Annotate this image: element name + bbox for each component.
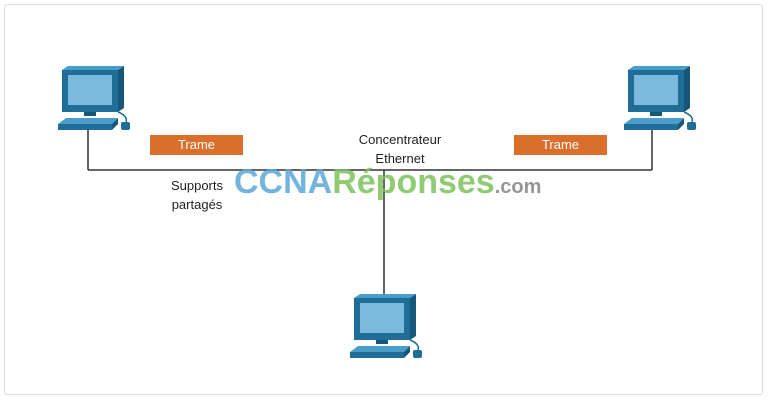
watermark: CCNARéponses.com [234, 162, 541, 209]
hub-label: Concentrateur Ethernet [340, 130, 460, 168]
watermark-domain: .com [494, 176, 542, 198]
frame-label-right: Trame [514, 135, 607, 155]
shared-media-label: Supports partagés [157, 176, 237, 214]
shared-media-label-line1: Supports [170, 178, 224, 193]
computer-icon [57, 65, 131, 131]
computer-icon [623, 65, 697, 131]
frame-label-left: Trame [150, 135, 243, 155]
computer-icon [349, 293, 423, 359]
hub-label-line2: Ethernet [375, 151, 425, 166]
hub-label-line1: Concentrateur [358, 132, 442, 147]
watermark-reponses: Réponses [332, 163, 495, 201]
watermark-ccna: CCNA [234, 163, 333, 201]
shared-media-label-line2: partagés [171, 197, 223, 212]
